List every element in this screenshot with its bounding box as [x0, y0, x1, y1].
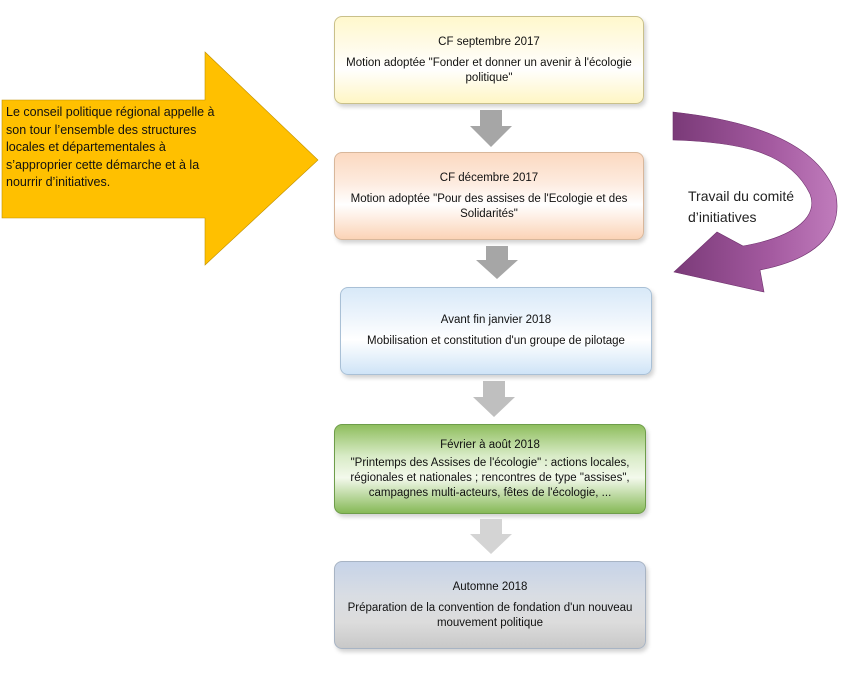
side-note-line: son tour l’ensemble des structures	[6, 122, 197, 137]
down-arrow-shape	[476, 246, 518, 279]
down-arrow-shape	[470, 110, 512, 147]
side-note-line: nourrir d’initiatives.	[6, 175, 111, 189]
side-note-line: s’approprier cette démarche et à la	[6, 157, 200, 172]
step-box-cf-decembre-2017: CF décembre 2017 Motion adoptée "Pour de…	[334, 152, 644, 240]
step-title: CF septembre 2017	[438, 35, 540, 48]
yellow-arrow-shape	[1, 51, 319, 266]
down-arrow-2	[476, 246, 518, 279]
step-title: Avant fin janvier 2018	[440, 314, 552, 326]
step-text: Préparation de la convention de fondatio…	[347, 601, 633, 629]
side-note-line: Le conseil politique régional appelle à	[6, 105, 215, 119]
loop-arrow-shape	[672, 111, 838, 293]
step-box-automne-2018: Automne 2018 Préparation de la conventio…	[334, 561, 646, 649]
loop-label: Travail du comité d’initiatives	[688, 188, 795, 225]
down-arrow-4	[470, 519, 512, 554]
side-note: Le conseil politique régional appelle à …	[6, 104, 246, 192]
down-arrow-3	[473, 381, 515, 417]
step-text: Motion adoptée "Pour des assises de l'Ec…	[350, 192, 628, 220]
step-text: "Printemps des Assises de l'écologie" : …	[350, 456, 630, 499]
step-text: Mobilisation et constitution d'un groupe…	[367, 335, 625, 347]
step-title: Février à août 2018	[440, 438, 540, 451]
step-title: Automne 2018	[452, 580, 528, 593]
step-text: Motion adoptée "Fonder et donner un aven…	[346, 56, 632, 84]
step-box-cf-septembre-2017: CF septembre 2017 Motion adoptée "Fonder…	[334, 16, 644, 104]
down-arrow-shape	[470, 519, 512, 554]
down-arrow-shape	[473, 381, 515, 417]
step-title: CF décembre 2017	[439, 171, 539, 184]
side-note-line: locales et départementales à	[6, 140, 166, 154]
step-box-avant-fin-janvier-2018: Avant fin janvier 2018 Mobilisation et c…	[340, 287, 652, 375]
step-box-fevrier-aout-2018: Février à août 2018 "Printemps des Assis…	[334, 424, 646, 514]
down-arrow-1	[470, 110, 512, 147]
